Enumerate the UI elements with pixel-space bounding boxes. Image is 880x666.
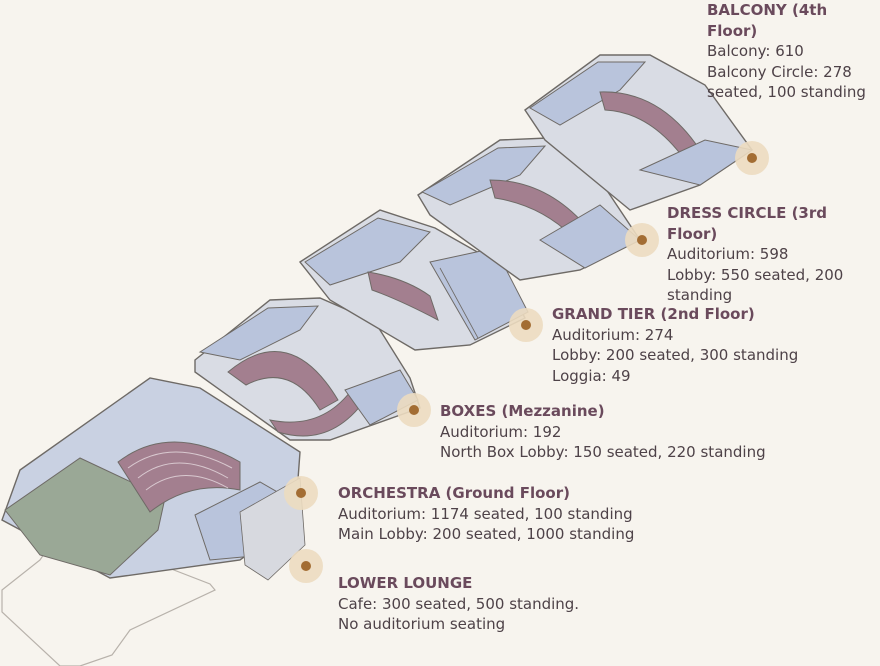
orchestra-label: ORCHESTRA (Ground Floor) Auditorium: 117… bbox=[338, 483, 634, 545]
marker-orchestra bbox=[284, 476, 318, 510]
dress-circle-title: DRESS CIRCLE (3rd Floor) bbox=[667, 204, 828, 243]
orchestra-plan bbox=[1, 377, 306, 581]
grand-tier-line-1: Auditorium: 274 bbox=[552, 325, 674, 344]
marker-dress-circle bbox=[625, 223, 659, 257]
balcony-title: BALCONY (4th Floor) bbox=[707, 1, 828, 40]
balcony-line-3: seated, 100 standing bbox=[707, 83, 866, 101]
boxes-line-2: North Box Lobby: 150 seated, 220 standin… bbox=[440, 443, 766, 461]
balcony-line-1: Balcony: 610 bbox=[707, 42, 804, 60]
dress-circle-label: DRESS CIRCLE (3rd Floor) Auditorium: 598… bbox=[667, 203, 880, 306]
boxes-plan bbox=[194, 297, 421, 441]
grand-tier-line-3: Loggia: 49 bbox=[552, 366, 631, 385]
grand-tier-line-2: Lobby: 200 seated, 300 standing bbox=[552, 346, 799, 364]
grand-tier-plan bbox=[298, 209, 529, 351]
balcony-plan bbox=[524, 54, 754, 211]
balcony-label: BALCONY (4th Floor) Balcony: 610 Balcony… bbox=[707, 0, 880, 103]
grand-tier-label: GRAND TIER (2nd Floor) Auditorium: 274 L… bbox=[552, 304, 798, 386]
marker-boxes bbox=[397, 393, 431, 427]
boxes-line-1: Auditorium: 192 bbox=[440, 422, 562, 441]
orchestra-title: ORCHESTRA (Ground Floor) bbox=[338, 484, 570, 502]
balcony-line-2: Balcony Circle: 278 bbox=[707, 62, 852, 81]
marker-grand-tier bbox=[509, 308, 543, 342]
dress-circle-line-1: Auditorium: 598 bbox=[667, 245, 789, 263]
orchestra-line-1: Auditorium: 1174 seated, 100 standing bbox=[338, 504, 633, 523]
lower-lounge-line-1: Cafe: 300 seated, 500 standing. bbox=[338, 594, 580, 613]
dress-circle-line-2: Lobby: 550 seated, 200 bbox=[667, 265, 844, 284]
dress-circle-plan bbox=[417, 137, 642, 281]
boxes-title: BOXES (Mezzanine) bbox=[440, 402, 605, 420]
boxes-label: BOXES (Mezzanine) Auditorium: 192 North … bbox=[440, 401, 766, 463]
dress-circle-line-3: standing bbox=[667, 286, 733, 304]
lower-lounge-label: LOWER LOUNGE Cafe: 300 seated, 500 stand… bbox=[338, 573, 579, 635]
marker-lower-lounge bbox=[289, 549, 323, 583]
lower-lounge-line-2: No auditorium seating bbox=[338, 615, 506, 633]
orchestra-line-2: Main Lobby: 200 seated, 1000 standing bbox=[338, 525, 635, 543]
lower-lounge-title: LOWER LOUNGE bbox=[338, 574, 473, 592]
grand-tier-title: GRAND TIER (2nd Floor) bbox=[552, 305, 755, 323]
marker-balcony bbox=[735, 141, 769, 175]
